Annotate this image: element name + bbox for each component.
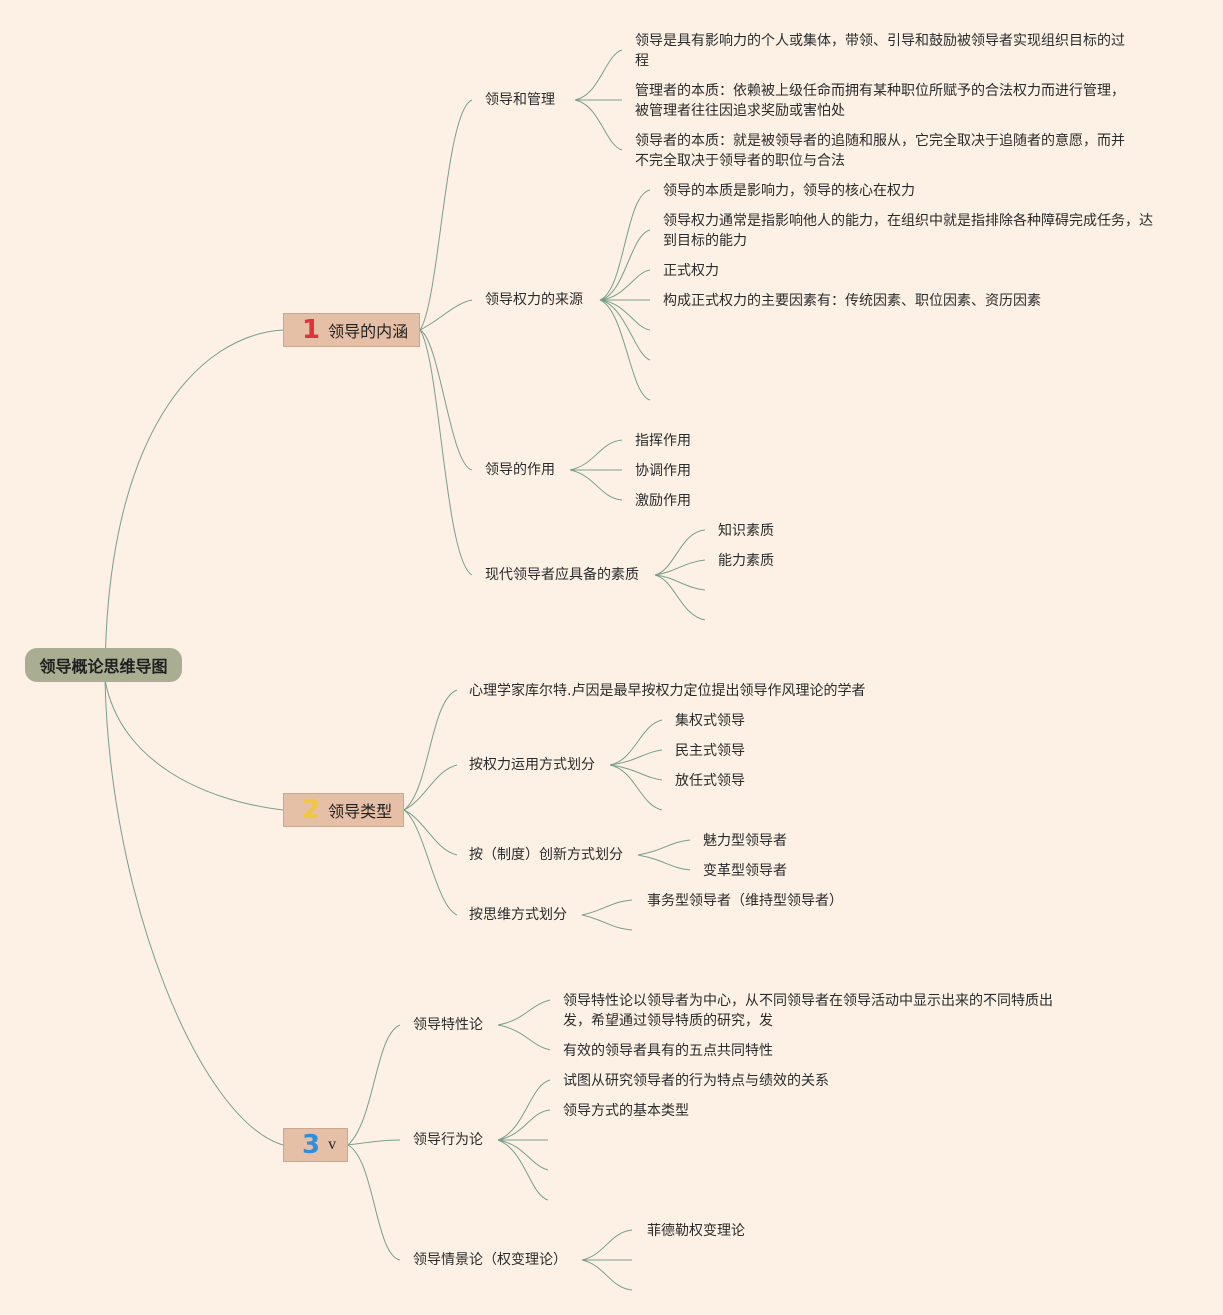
leaf-node[interactable]: 菲德勒权变理论 [647, 1223, 745, 1239]
leaf-node[interactable]: 有效的领导者具有的五点共同特性 [563, 1043, 773, 1059]
subtopic-leader-qualities[interactable]: 现代领导者应具备的素质 [485, 567, 639, 583]
number-1-icon: 1 [302, 315, 321, 345]
subtopic-power-sources[interactable]: 领导权力的来源 [485, 292, 583, 308]
leaf-node[interactable]: 协调作用 [635, 463, 691, 479]
number-2-icon: 2 [302, 795, 321, 825]
main-topic-2[interactable]: 2 领导类型 [283, 793, 404, 827]
leaf-node[interactable]: 管理者的本质：依赖被上级任命而拥有某种职位所赋予的合法权力而进行管理，被管理者往… [635, 83, 1125, 119]
leaf-node[interactable]: 领导是具有影响力的个人或集体，带领、引导和鼓励被领导者实现组织目标的过程 [635, 33, 1125, 69]
leaf-node[interactable]: 领导者的本质：就是被领导者的追随和服从，它完全取决于追随者的意愿，而并不完全取决… [635, 133, 1125, 169]
leaf-node[interactable]: 正式权力 [663, 263, 719, 279]
subtopic-leadership-management[interactable]: 领导和管理 [485, 92, 555, 108]
main-topic-3[interactable]: 3 v [283, 1128, 348, 1162]
main-topic-1[interactable]: 1 领导的内涵 [283, 313, 420, 347]
connector-lines [104, 49, 706, 1291]
leaf-node[interactable]: 能力素质 [718, 553, 774, 569]
leaf-node[interactable]: 集权式领导 [675, 713, 745, 729]
subtopic-leadership-roles[interactable]: 领导的作用 [485, 462, 555, 478]
subtopic-by-power-use[interactable]: 按权力运用方式划分 [469, 757, 595, 773]
leaf-node[interactable]: 知识素质 [718, 523, 774, 539]
subtopic-contingency-theory[interactable]: 领导情景论（权变理论） [413, 1252, 567, 1268]
leaf-node[interactable]: 激励作用 [635, 493, 691, 509]
subtopic-behavior-theory[interactable]: 领导行为论 [413, 1132, 483, 1148]
subtopic-lewin[interactable]: 心理学家库尔特.卢因是最早按权力定位提出领导作风理论的学者 [469, 683, 866, 699]
leaf-node[interactable]: 领导特性论以领导者为中心，从不同领导者在领导活动中显示出来的不同特质出发，希望通… [563, 993, 1053, 1029]
root-topic[interactable]: 领导概论思维导图 [25, 648, 182, 682]
subtopic-trait-theory[interactable]: 领导特性论 [413, 1017, 483, 1033]
leaf-node[interactable]: 领导权力通常是指影响他人的能力，在组织中就是指排除各种障碍完成任务，达到目标的能… [663, 213, 1153, 249]
subtopic-by-thinking[interactable]: 按思维方式划分 [469, 907, 567, 923]
main-topic-label: 领导类型 [328, 802, 393, 821]
leaf-node[interactable]: 民主式领导 [675, 743, 745, 759]
main-topic-label: v [328, 1136, 337, 1153]
root-label: 领导概论思维导图 [39, 657, 168, 676]
leaf-node[interactable]: 变革型领导者 [703, 863, 787, 879]
leaf-node[interactable]: 放任式领导 [675, 773, 745, 789]
main-topic-label: 领导的内涵 [328, 322, 409, 341]
leaf-node[interactable]: 魅力型领导者 [703, 833, 787, 849]
leaf-node[interactable]: 构成正式权力的主要因素有：传统因素、职位因素、资历因素 [663, 293, 1041, 309]
subtopic-by-innovation[interactable]: 按（制度）创新方式划分 [469, 847, 623, 863]
leaf-node[interactable]: 事务型领导者（维持型领导者） [647, 893, 843, 909]
leaf-node[interactable]: 指挥作用 [635, 433, 691, 449]
leaf-node[interactable]: 领导方式的基本类型 [563, 1103, 689, 1119]
number-3-icon: 3 [302, 1130, 321, 1160]
leaf-node[interactable]: 领导的本质是影响力，领导的核心在权力 [663, 183, 915, 199]
leaf-node[interactable]: 试图从研究领导者的行为特点与绩效的关系 [563, 1073, 829, 1089]
